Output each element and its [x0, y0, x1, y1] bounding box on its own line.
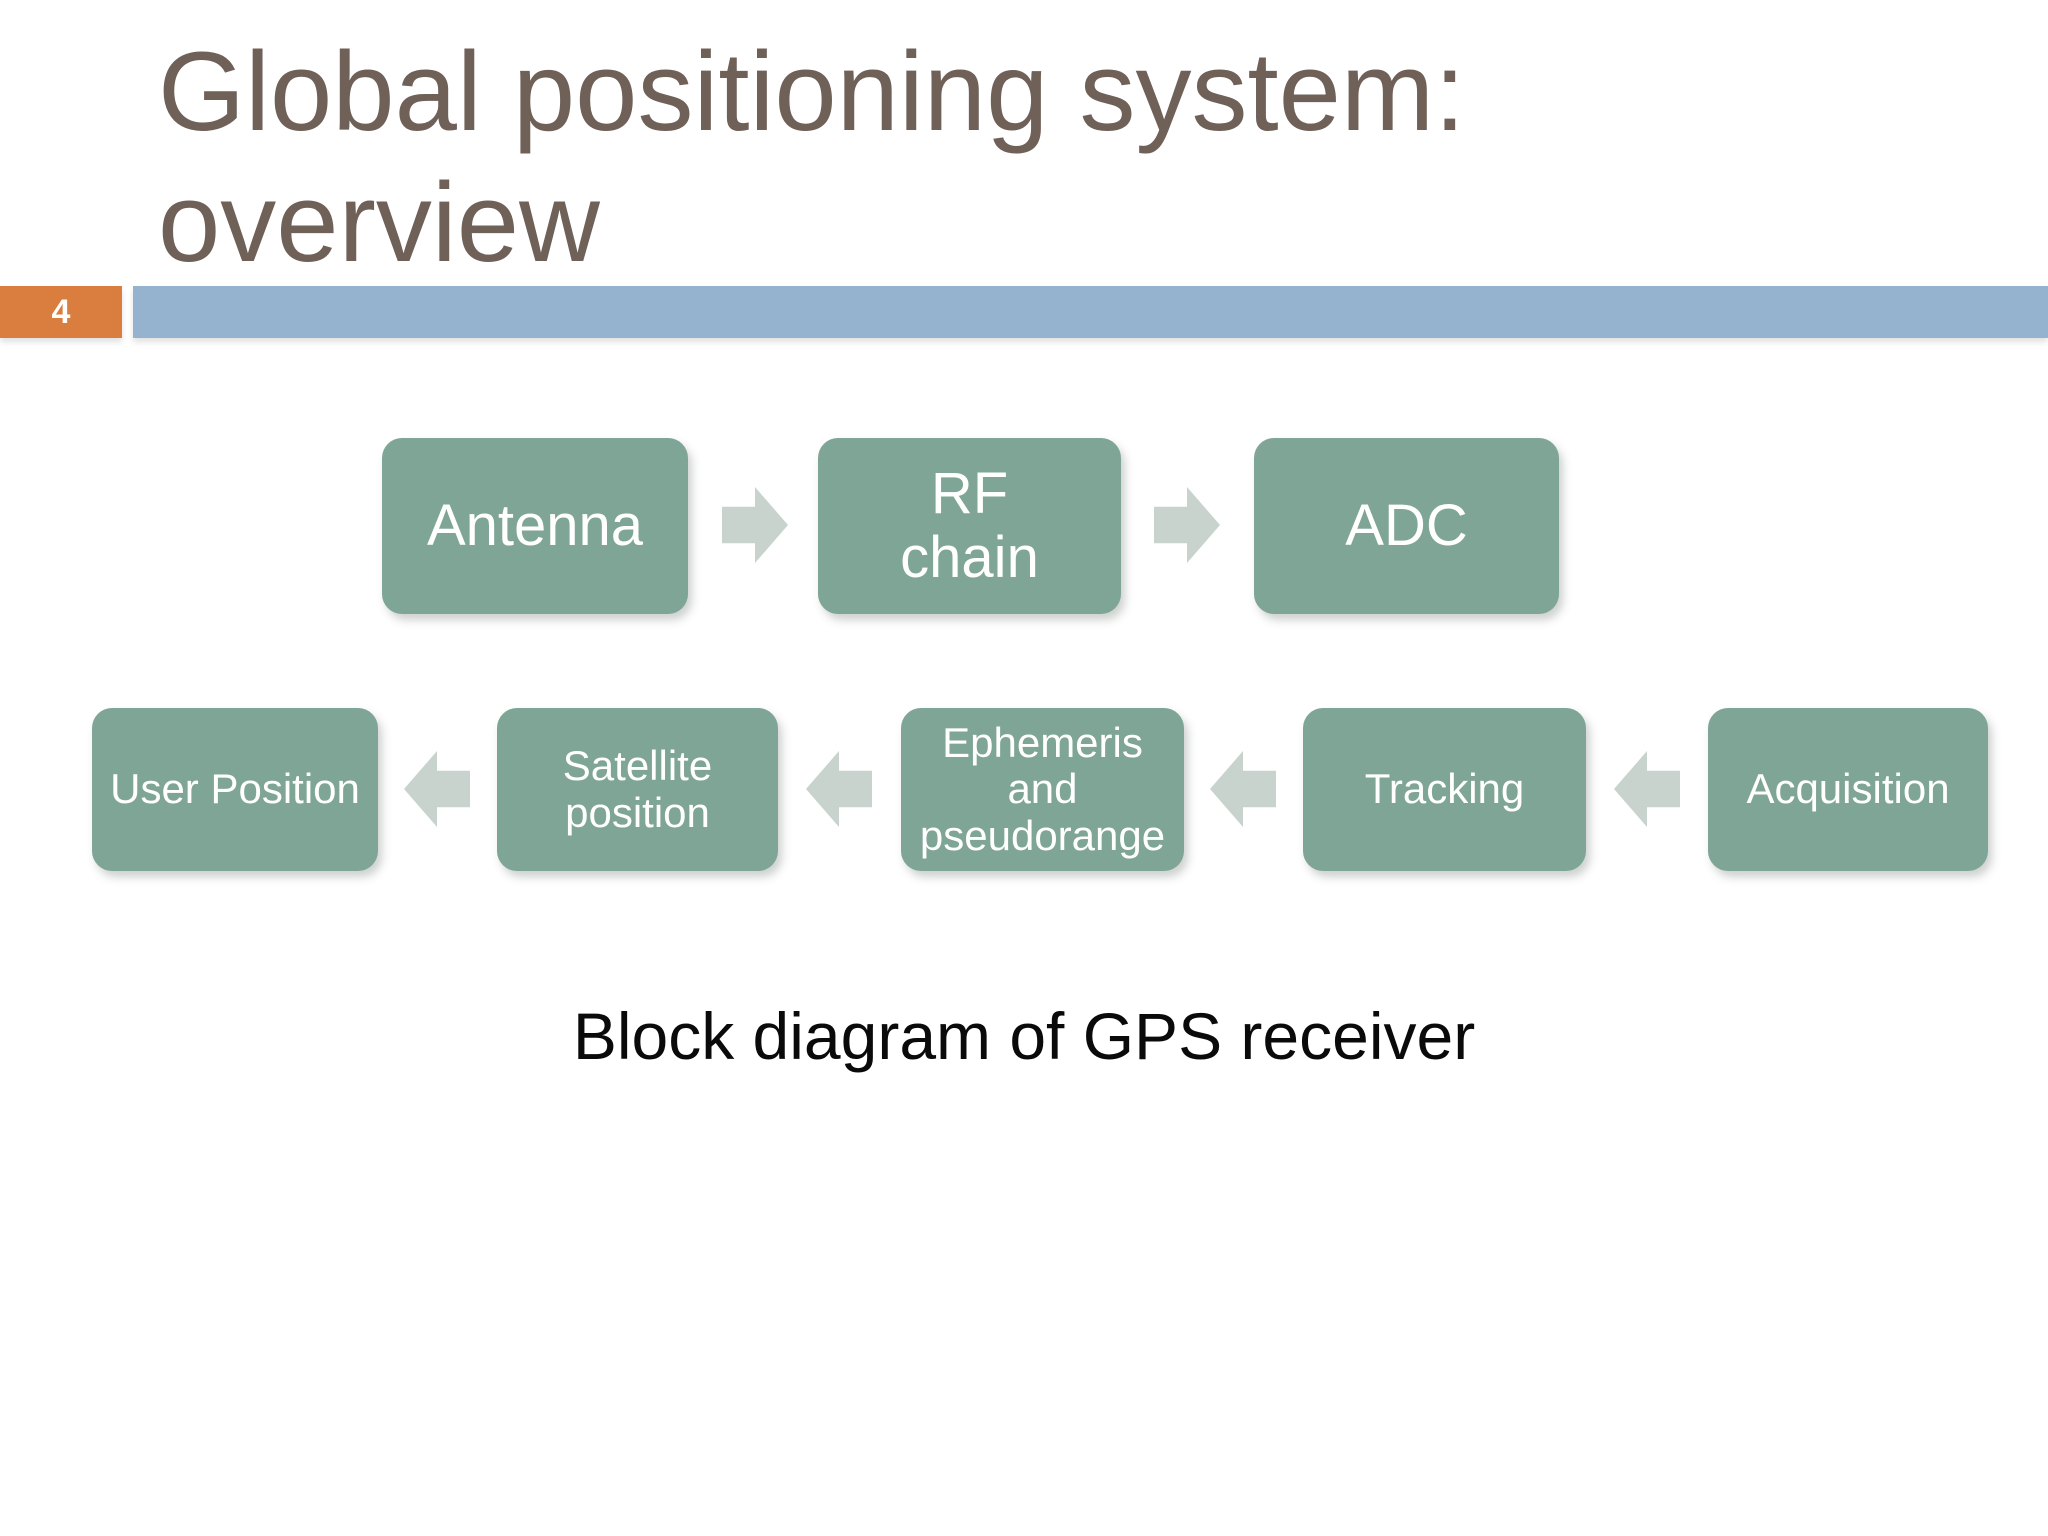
diagram-block-satellite-position: Satellite position	[497, 708, 778, 871]
diagram-block-label: ADC	[1345, 493, 1468, 559]
flow-arrow-right-icon	[1154, 487, 1220, 563]
diagram-caption: Block diagram of GPS receiver	[572, 999, 1476, 1073]
flow-arrow-left-icon	[806, 751, 872, 827]
diagram-block-user-position: User Position	[92, 708, 378, 871]
diagram-block-antenna: Antenna	[382, 438, 688, 614]
diagram-block-label: Satellite position	[562, 742, 713, 836]
page-number-badge: 4	[0, 286, 122, 338]
slide-title-line2: overview	[158, 160, 600, 286]
flow-arrow-left-icon	[404, 751, 470, 827]
diagram-block-label: RF chain	[900, 461, 1039, 590]
diagram-block-tracking: Tracking	[1303, 708, 1586, 871]
header-accent-bar	[133, 286, 2048, 338]
diagram-block-ephemeris-pseudorange: Ephemeris and pseudorange	[901, 708, 1184, 871]
diagram-block-adc: ADC	[1254, 438, 1559, 614]
flow-arrow-right-icon	[722, 487, 788, 563]
diagram-block-label: Acquisition	[1746, 765, 1950, 813]
diagram-block-label: User Position	[110, 765, 360, 813]
diagram-block-label: Antenna	[426, 493, 644, 559]
diagram-block-label: Ephemeris and pseudorange	[919, 719, 1166, 859]
flow-arrow-left-icon	[1614, 751, 1680, 827]
page-number: 4	[51, 292, 71, 331]
diagram-block-acquisition: Acquisition	[1708, 708, 1988, 871]
slide-title: Global positioning system: overview	[158, 26, 1858, 288]
flow-arrow-left-icon	[1210, 751, 1276, 827]
slide-title-line1: Global positioning system:	[158, 29, 1466, 154]
diagram-block-label: Tracking	[1364, 765, 1525, 813]
diagram-block-rf-chain: RF chain	[818, 438, 1121, 614]
